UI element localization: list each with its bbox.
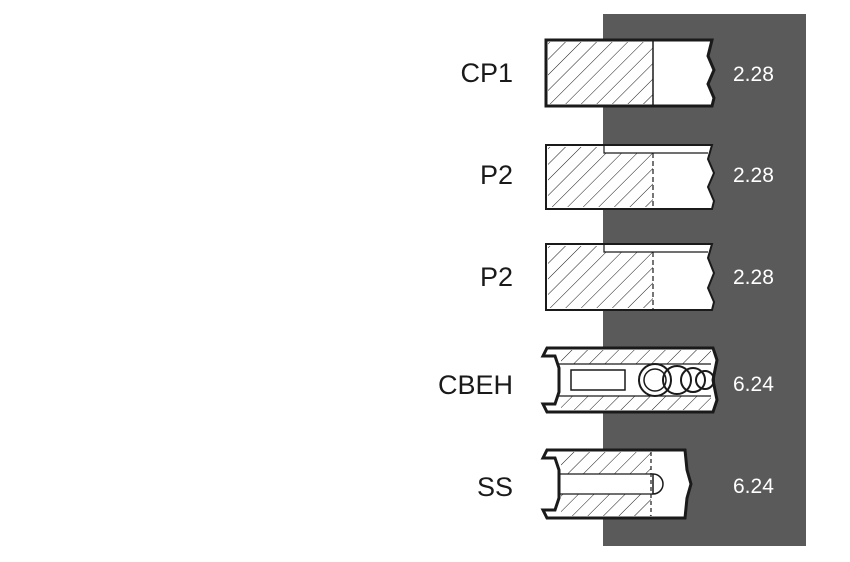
ring-thickness-value: 2.28	[733, 63, 774, 86]
ring-profile-cbeh	[540, 346, 719, 414]
ring-thickness-value: 2.28	[733, 266, 774, 289]
ring-profile-p2	[545, 243, 716, 311]
ring-profile-p2	[545, 144, 716, 210]
ring-code-label: CBEH	[437, 370, 513, 400]
ring-thickness-value: 6.24	[733, 373, 774, 396]
ring-thickness-value: 2.28	[733, 164, 774, 187]
ring-profile-ss	[540, 448, 693, 520]
ring-code-label: CP1	[460, 58, 513, 88]
ring-code-label: P2	[479, 160, 513, 190]
ring-thickness-value: 6.24	[733, 475, 774, 498]
ring-code-label: P2	[479, 262, 513, 292]
ring-profile-cp1	[544, 38, 716, 108]
ring-code-label: SS	[476, 472, 513, 502]
